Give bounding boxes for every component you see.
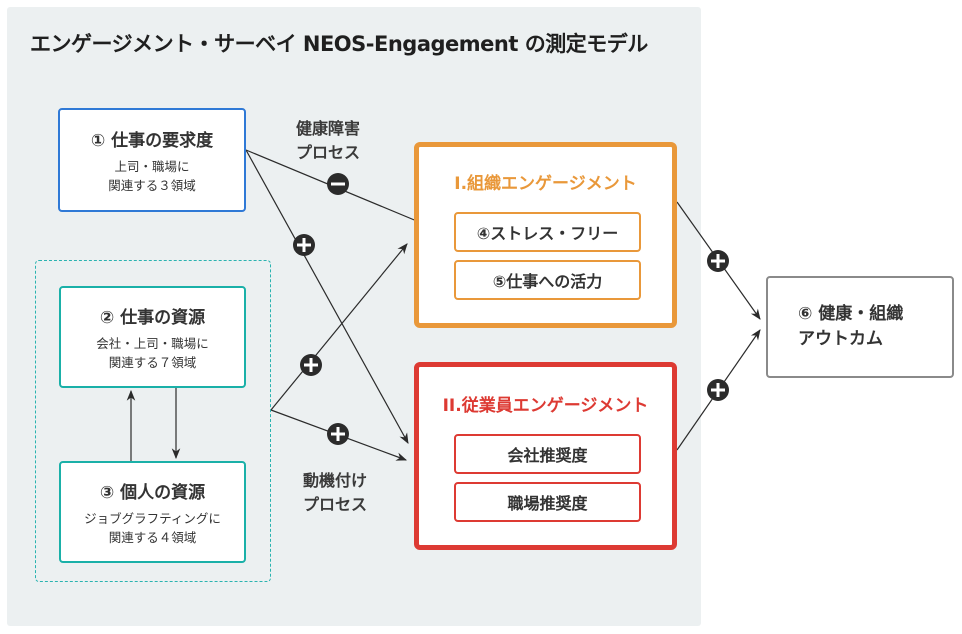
work-vigor-item: ⑤仕事への活力 <box>454 260 641 300</box>
plus-badge <box>707 379 729 401</box>
plus-badge <box>707 250 729 272</box>
motivation-process-label: 動機付け プロセス <box>303 471 368 514</box>
personal-resources-box: ③ 個人の資源 ジョブグラフティングに 関連する４領域 <box>59 461 246 563</box>
plus-badge <box>293 234 315 256</box>
job-demands-title: ① 仕事の要求度 <box>90 130 214 151</box>
plus-badge <box>327 423 349 445</box>
job-resources-desc: 会社・上司・職場に 関連する７領域 <box>96 335 209 370</box>
job-resources-box: ② 仕事の資源 会社・上司・職場に 関連する７領域 <box>59 286 246 388</box>
job-demands-desc: 上司・職場に 関連する３領域 <box>108 158 196 193</box>
employee-engagement-title: II.従業員エンゲージメント <box>442 396 649 416</box>
job-resources-title: ② 仕事の資源 <box>99 307 206 328</box>
company-recommendation-item: 会社推奨度 <box>454 434 641 474</box>
personal-resources-title: ③ 個人の資源 <box>99 482 206 503</box>
personal-resources-desc: ジョブグラフティングに 関連する４領域 <box>84 510 221 545</box>
health-impairment-process-label: 健康障害 プロセス <box>296 119 361 162</box>
workplace-recommendation-item: 職場推奨度 <box>454 482 641 522</box>
diagram-title: エンゲージメント・サーベイ NEOS-Engagement の測定モデル <box>30 32 648 56</box>
health-organization-outcome-box: ⑥ 健康・組織 アウトカム <box>766 276 954 378</box>
resources-group <box>35 260 271 582</box>
job-demands-box: ① 仕事の要求度 上司・職場に 関連する３領域 <box>58 108 246 212</box>
arrow-demand-to-employee <box>245 149 409 444</box>
minus-badge <box>327 173 349 195</box>
organization-engagement-box: I.組織エンゲージメント ④ストレス・フリー ⑤仕事への活力 <box>414 142 677 328</box>
plus-badge <box>300 354 322 376</box>
arrow-resources-to-org <box>270 243 408 411</box>
employee-engagement-box: II.従業員エンゲージメント 会社推奨度 職場推奨度 <box>414 362 677 550</box>
organization-engagement-title: I.組織エンゲージメント <box>454 174 637 194</box>
stress-free-item: ④ストレス・フリー <box>454 212 641 252</box>
